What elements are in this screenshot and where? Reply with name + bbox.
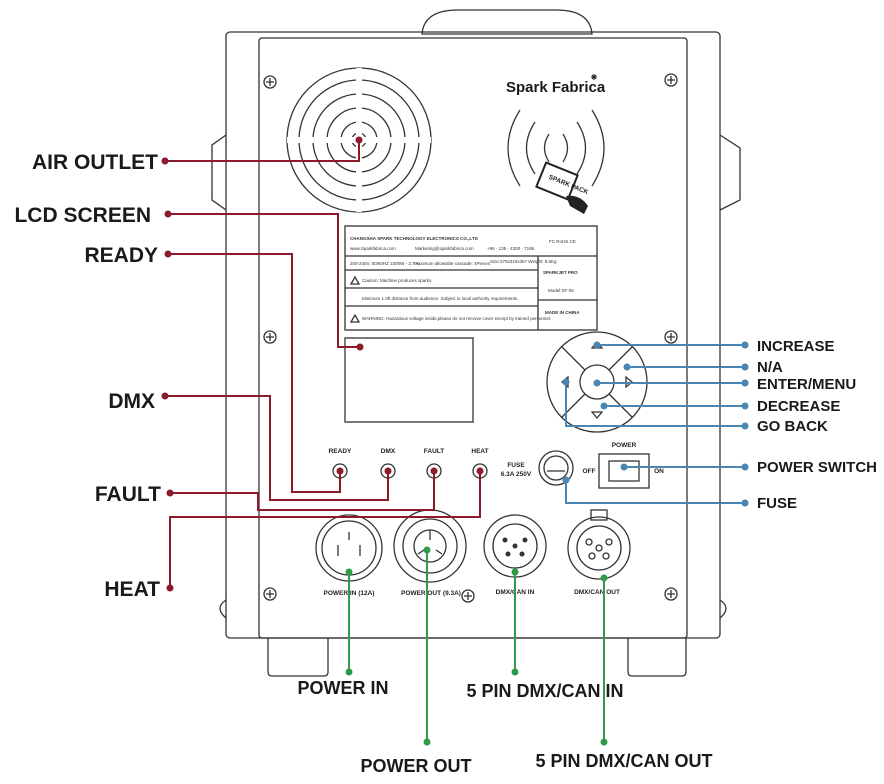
top-handle bbox=[421, 9, 593, 35]
svg-text:Maximum allowable cascade: 4Pi: Maximum allowable cascade: 4Pieces bbox=[414, 261, 491, 266]
svg-text:POWER: POWER bbox=[612, 442, 637, 449]
svg-text:CHANGSHA SPARK TECHNOLOGY ELEC: CHANGSHA SPARK TECHNOLOGY ELECTRONICS CO… bbox=[350, 236, 479, 241]
warning-icon bbox=[349, 275, 361, 285]
screw-icon bbox=[263, 587, 277, 601]
na-label: N/A bbox=[757, 359, 783, 376]
decrease-label: DECREASE bbox=[757, 398, 840, 415]
screw-icon bbox=[263, 330, 277, 344]
svg-text:+86 - 135 - 4300 - 7186: +86 - 135 - 4300 - 7186 bbox=[487, 246, 535, 251]
fault-label: FAULT bbox=[95, 483, 161, 506]
fault-leader bbox=[170, 471, 435, 511]
svg-text:Model:SF-05: Model:SF-05 bbox=[548, 288, 574, 293]
right-foot bbox=[627, 638, 687, 677]
spark-icon bbox=[591, 74, 597, 80]
svg-text:SPARKJET PRO: SPARKJET PRO bbox=[543, 270, 578, 275]
left-callout-lines bbox=[165, 140, 481, 588]
wireless-card-icon bbox=[507, 109, 605, 214]
go-back-label: GO BACK bbox=[757, 418, 828, 435]
lcd-screen bbox=[344, 337, 474, 423]
svg-text:MADE IN CHINA: MADE IN CHINA bbox=[545, 310, 580, 315]
left-handle bbox=[211, 134, 227, 211]
screw-icon bbox=[664, 73, 678, 87]
svg-text:OFF: OFF bbox=[583, 468, 596, 475]
screw-icon bbox=[263, 75, 277, 89]
fuse-leader bbox=[565, 480, 745, 504]
go-back-leader bbox=[565, 382, 745, 427]
lcd-screen-label: LCD SCREEN bbox=[14, 204, 151, 227]
screw-icon bbox=[664, 330, 678, 344]
left-foot bbox=[267, 638, 329, 677]
dmx-can-out-connector[interactable] bbox=[567, 509, 631, 580]
svg-text:ON: ON bbox=[654, 468, 664, 475]
svg-text:Minimum 1.5ft distance from au: Minimum 1.5ft distance from audience. Su… bbox=[362, 296, 518, 301]
air-outlet-label: AIR OUTLET bbox=[32, 151, 158, 174]
enter-menu-label: ENTER/MENU bbox=[757, 376, 856, 393]
warning-icon bbox=[349, 313, 361, 323]
right-callout-lines bbox=[565, 344, 745, 504]
dmx-leader bbox=[165, 395, 389, 501]
outer-housing bbox=[225, 31, 721, 639]
right-handle bbox=[719, 134, 741, 211]
screw-icon bbox=[461, 589, 475, 603]
svg-text:Caution: Machine produces spar: Caution: Machine produces sparks. bbox=[362, 278, 433, 283]
heat-label: HEAT bbox=[104, 578, 160, 601]
svg-text:FAULT: FAULT bbox=[424, 448, 444, 455]
dmx-can-in-connector[interactable] bbox=[483, 514, 547, 578]
power-out-connector[interactable] bbox=[393, 509, 467, 583]
svg-text:www.Sparkfabrica.com: www.Sparkfabrica.com bbox=[350, 246, 396, 251]
label-plate bbox=[344, 225, 598, 331]
brand-logo: Spark Fabrica bbox=[506, 79, 606, 96]
rear-panel bbox=[258, 37, 688, 639]
fan-grille bbox=[286, 67, 432, 213]
svg-text:HEAT: HEAT bbox=[471, 448, 488, 455]
decrease-button[interactable] bbox=[590, 411, 604, 420]
svg-text:WARNING: Hazardous voltage ins: WARNING: Hazardous voltage inside,please… bbox=[362, 316, 551, 321]
dmx-label: DMX bbox=[108, 390, 155, 413]
screw-icon bbox=[664, 587, 678, 601]
svg-text:200-240V, 50/60HZ 1000W - 3.7: 200-240V, 50/60HZ 1000W - 3.7 A bbox=[350, 261, 419, 266]
svg-text:DMX: DMX bbox=[381, 448, 396, 455]
fuse-holder bbox=[538, 450, 574, 486]
air-outlet-leader bbox=[165, 140, 360, 162]
power-switch[interactable] bbox=[608, 460, 640, 482]
lcd-screen-leader bbox=[168, 213, 360, 348]
fuse-label: FUSE bbox=[757, 495, 797, 512]
heat-leader bbox=[169, 471, 481, 588]
svg-text:6.3A 250V: 6.3A 250V bbox=[501, 471, 532, 478]
svg-text:READY: READY bbox=[329, 448, 352, 455]
svg-text:FC RoHS CE: FC RoHS CE bbox=[549, 239, 576, 244]
ready-label: READY bbox=[84, 244, 158, 267]
svg-text:POWER OUT (9.3A): POWER OUT (9.3A) bbox=[401, 590, 461, 597]
power-switch-frame bbox=[598, 453, 650, 489]
svg-text:DMX/CAN OUT: DMX/CAN OUT bbox=[574, 589, 620, 596]
svg-text:Size:370x310x367 Weight: 8.5Kg: Size:370x310x367 Weight: 8.5Kg bbox=[490, 259, 557, 264]
ready-leader bbox=[168, 253, 341, 493]
power-in-label: POWER IN bbox=[297, 678, 388, 698]
increase-label: INCREASE bbox=[757, 338, 835, 355]
svg-text:FUSE: FUSE bbox=[507, 462, 525, 469]
indicator-leds bbox=[332, 463, 488, 479]
power-out-label: POWER OUT bbox=[361, 756, 472, 776]
svg-text:Marketing@sparkfabrica.com: Marketing@sparkfabrica.com bbox=[415, 246, 474, 251]
bottom-callout-lines bbox=[348, 550, 605, 742]
dmx-can-out-label: 5 PIN DMX/CAN OUT bbox=[535, 751, 712, 771]
power-switch-label: POWER SWITCH bbox=[757, 459, 877, 476]
device-body bbox=[211, 9, 741, 677]
dmx-can-in-label: 5 PIN DMX/CAN IN bbox=[466, 681, 623, 701]
